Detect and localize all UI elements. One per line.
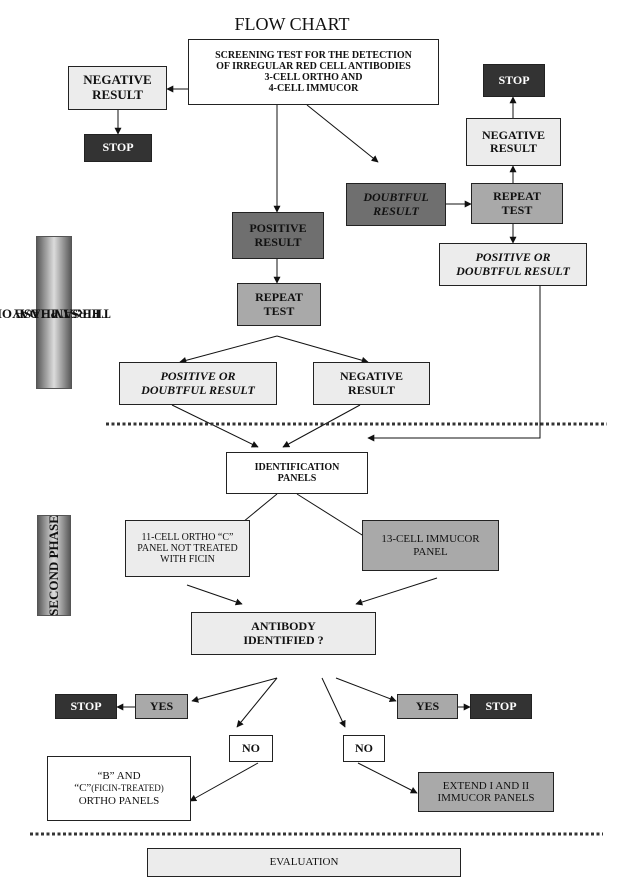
pos-doubt-left-line-2: DOUBTFUL RESULT	[141, 382, 255, 397]
stop-top-right-box: STOP	[483, 64, 545, 97]
second-phase-label: SECOND PHASE	[37, 515, 71, 616]
stop-top-left-box: STOP	[84, 134, 152, 162]
ortho-b-c-line-3: ORTHO PANELS	[78, 794, 160, 807]
ortho-c-line-3: WITH FICIN	[160, 554, 215, 566]
immucor-line-2: PANEL	[413, 545, 448, 558]
identification-line-1: IDENTIFICATION	[254, 461, 340, 473]
positive-line-2: RESULT	[254, 234, 302, 249]
antibody-line-2: IDENTIFIED ?	[243, 632, 324, 647]
negative-right-line-2: RESULT	[490, 141, 537, 155]
first-phase-label: FIRST PHASE ON THE SAME DAY	[0, 236, 111, 389]
positive-result-box: POSITIVE RESULT	[232, 212, 324, 259]
ortho-c-line-1: 11-CELL ORTHO “C”	[141, 531, 234, 543]
phase-one-line-2: THE SAME DAY	[12, 305, 111, 321]
negative-mid-line-2: RESULT	[348, 382, 395, 397]
screening-line-4: 4-CELL IMMUCOR	[268, 83, 359, 95]
screening-line-1: SCREENING TEST FOR THE DETECTION	[215, 49, 412, 61]
negative-result-left-box: NEGATIVE RESULT	[68, 66, 167, 110]
doubtful-line-1: DOUBTFUL	[363, 190, 429, 205]
repeat-right-line-1: REPEAT	[493, 189, 541, 204]
phase-two-text: SECOND PHASE	[45, 515, 61, 616]
page-title: FLOW CHART	[234, 14, 350, 34]
negative-result-mid-box: NEGATIVE RESULT	[313, 362, 430, 405]
pos-doubt-left-line-1: POSITIVE OR	[160, 369, 236, 384]
screening-line-2: OF IRREGULAR RED CELL ANTIBODIES	[216, 60, 411, 72]
ortho-b-c-line-2: “C”(FICIN-TREATED)	[74, 782, 164, 794]
repeat-test-right-box: REPEAT TEST	[471, 183, 563, 224]
evaluation-box: EVALUATION	[147, 848, 461, 877]
positive-line-1: POSITIVE	[249, 221, 307, 236]
stop-bottom-left-box: STOP	[55, 694, 117, 719]
doubtful-result-box: DOUBTFUL RESULT	[346, 183, 446, 226]
positive-or-doubtful-right-box: POSITIVE OR DOUBTFUL RESULT	[439, 243, 587, 286]
extend-immucor-panels-box: EXTEND I AND II IMMUCOR PANELS	[418, 772, 554, 812]
repeat-left-line-1: REPEAT	[255, 290, 303, 305]
no-left-box: NO	[229, 735, 273, 762]
ortho-c-line-2: PANEL NOT TREATED	[137, 542, 238, 554]
doubtful-line-2: RESULT	[373, 203, 419, 218]
no-right-box: NO	[343, 735, 385, 762]
immucor-line-1: 13-CELL IMMUCOR	[381, 533, 480, 546]
screening-line-3: 3-CELL ORTHO AND	[264, 72, 363, 83]
extend-line-1: EXTEND I AND II	[442, 779, 530, 792]
antibody-identified-box: ANTIBODY IDENTIFIED ?	[191, 612, 376, 655]
immucor-panel-box: 13-CELL IMMUCOR PANEL	[362, 520, 499, 571]
stop-bottom-right-box: STOP	[470, 694, 532, 719]
ortho-c-panel-box: 11-CELL ORTHO “C” PANEL NOT TREATED WITH…	[125, 520, 250, 577]
yes-right-box: YES	[397, 694, 458, 719]
pos-doubt-right-line-2: DOUBTFUL RESULT	[456, 263, 570, 278]
repeat-left-line-2: TEST	[263, 303, 295, 318]
extend-line-2: IMMUCOR PANELS	[437, 792, 535, 804]
antibody-line-1: ANTIBODY	[251, 619, 316, 634]
negative-left-line-2: RESULT	[92, 87, 143, 102]
pos-doubt-right-line-1: POSITIVE OR	[475, 250, 551, 265]
ortho-b-c-panels-box: “B” AND “C”(FICIN-TREATED) ORTHO PANELS	[47, 756, 191, 821]
negative-result-right-box: NEGATIVE RESULT	[466, 118, 561, 166]
negative-right-line-1: NEGATIVE	[481, 127, 546, 142]
positive-or-doubtful-left-box: POSITIVE OR DOUBTFUL RESULT	[119, 362, 277, 405]
negative-mid-line-1: NEGATIVE	[339, 369, 404, 384]
ortho-b-c-ficin-text: (FICIN-TREATED)	[91, 783, 164, 794]
yes-left-box: YES	[135, 694, 188, 719]
screening-test-box: SCREENING TEST FOR THE DETECTION OF IRRE…	[188, 39, 439, 105]
ortho-b-c-c-text: “C”	[74, 782, 92, 795]
repeat-right-line-2: TEST	[501, 202, 533, 217]
identification-line-2: PANELS	[277, 473, 317, 484]
ortho-b-c-line-1: “B” AND	[97, 770, 141, 783]
negative-left-line-1: NEGATIVE	[83, 72, 152, 88]
identification-panels-box: IDENTIFICATION PANELS	[226, 452, 368, 494]
repeat-test-left-box: REPEAT TEST	[237, 283, 321, 326]
